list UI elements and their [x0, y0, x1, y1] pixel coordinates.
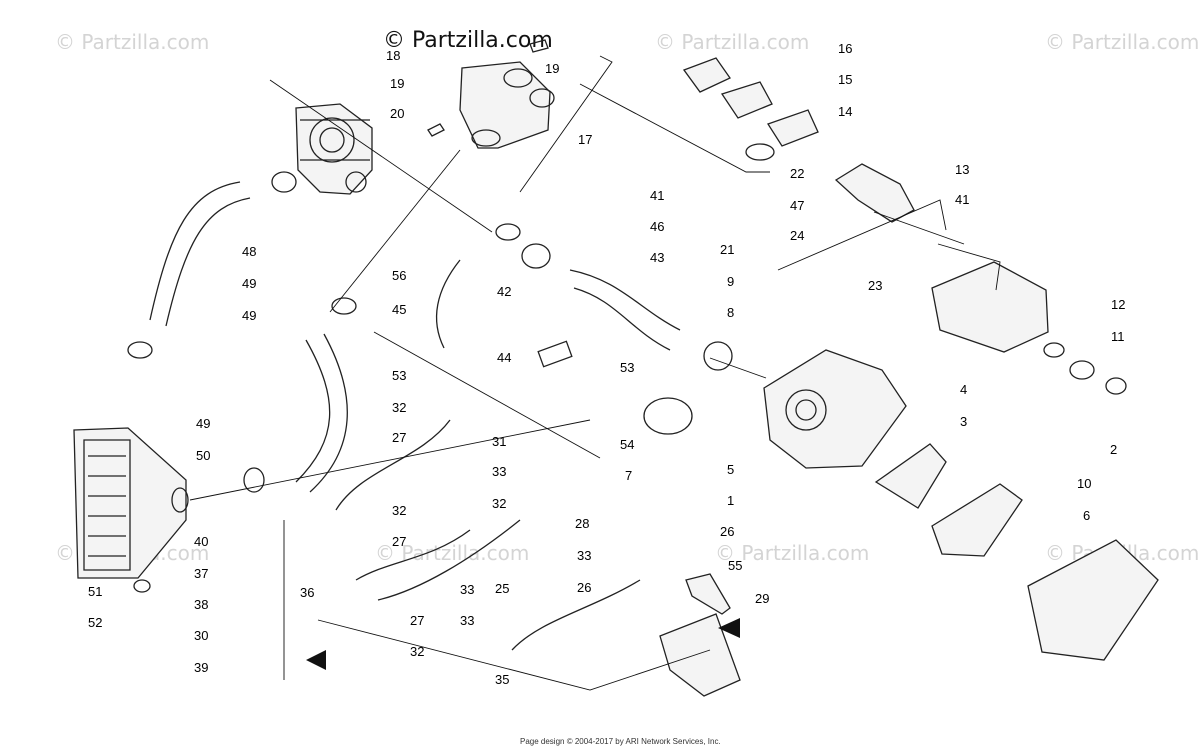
callout-54: 54: [620, 437, 634, 452]
callout-55: 55: [728, 558, 742, 573]
callout-40: 40: [194, 534, 208, 549]
callout-32: 32: [492, 496, 506, 511]
callout-3: 3: [960, 414, 967, 429]
callout-53: 53: [620, 360, 634, 375]
callout-47: 49: [242, 276, 256, 291]
callout-5: 5: [727, 462, 734, 477]
callout-31: 31: [492, 434, 506, 449]
callout-33: 33: [577, 548, 591, 563]
callout-19: 19: [390, 76, 404, 91]
bracket-illustration: [834, 163, 915, 223]
part-illustrations: [73, 39, 1159, 697]
watermark: © Partzilla.com: [655, 30, 809, 54]
callout-53: 53: [392, 368, 406, 383]
callout-20: 20: [390, 106, 404, 121]
callout-49: 49: [196, 416, 210, 431]
callout-32: 32: [392, 400, 406, 415]
direction-arrow-icon: [306, 650, 326, 670]
callout-44: 44: [497, 350, 511, 365]
callout-27: 27: [410, 613, 424, 628]
throttle-body-illustration: [931, 261, 1127, 395]
hose-47: [149, 181, 251, 327]
callout-11: 11: [1111, 329, 1125, 344]
callout-30: 30: [194, 628, 208, 643]
watermark: © Partzilla.com: [1045, 30, 1199, 54]
callout-52: 52: [88, 615, 102, 630]
callout-27: 27: [392, 534, 406, 549]
callout-17: 17: [578, 132, 592, 147]
callout-41: 41: [650, 188, 664, 203]
callout-9: 9: [727, 274, 734, 289]
callout-14: 14: [838, 104, 852, 119]
hose-48: [295, 333, 348, 493]
callout-35: 35: [495, 672, 509, 687]
callout-2: 2: [1110, 442, 1117, 457]
callout-6: 6: [1083, 508, 1090, 523]
air-filter-illustration: [931, 483, 1023, 557]
callout-24: 24: [790, 228, 804, 243]
callout-42: 42: [497, 284, 511, 299]
bracket-55-illustration: [685, 573, 731, 615]
direction-arrow-icon: [718, 618, 740, 638]
callout-12: 12: [1111, 297, 1125, 312]
hose-45: [435, 259, 461, 349]
callout-46: 46: [650, 219, 664, 234]
callout-56: 56: [392, 268, 406, 283]
watermark: © Partzilla.com: [375, 541, 529, 565]
callout-48: 49: [242, 308, 256, 323]
callout-26: 26: [577, 580, 591, 595]
callout-27: 27: [392, 430, 406, 445]
callout-15: 15: [838, 72, 852, 87]
callout-32: 32: [410, 644, 424, 659]
callout-13: 13: [955, 162, 969, 177]
callout-19: 19: [545, 61, 559, 76]
watermark-main: © Partzilla.com: [383, 28, 553, 53]
callout-45: 45: [392, 302, 406, 317]
intake-boots-illustration: [682, 57, 819, 161]
vent-hoses: [335, 419, 641, 651]
watermark: © Partzilla.com: [715, 541, 869, 565]
page-footer: Page design © 2004-2017 by ARI Network S…: [520, 737, 721, 746]
callout-10: 10: [1077, 476, 1091, 491]
callout-28: 28: [575, 516, 589, 531]
callout-21: 21: [720, 242, 734, 257]
callout-16: 16: [838, 41, 852, 56]
callout-labels: 18 19 19 20 17 16 15 14 13 22 47 24 21 2…: [88, 41, 1125, 687]
callout-39: 39: [194, 660, 208, 675]
callout-37: 37: [194, 566, 208, 581]
callout-38: 38: [194, 597, 208, 612]
callout-33: 33: [492, 464, 506, 479]
callout-22: 23: [868, 278, 882, 293]
turbocharger-illustration: [295, 103, 373, 195]
callout-7: 7: [625, 468, 632, 483]
callout-25: 26: [720, 524, 734, 539]
callout-43: 43: [650, 250, 664, 265]
filter-cage-illustration: [874, 443, 947, 509]
callout-50: 50: [196, 448, 210, 463]
callout-23: 22: [790, 166, 804, 181]
callout-8: 8: [727, 305, 734, 320]
callout-49: 47: [790, 198, 804, 213]
tube-43: [569, 269, 681, 351]
callout-51: 51: [88, 584, 102, 599]
callout-41: 41: [955, 192, 969, 207]
callout-33: 33: [460, 613, 474, 628]
callout-26: 25: [495, 581, 509, 596]
airbox-cover-illustration: [1027, 539, 1159, 661]
callout-36: 36: [300, 585, 314, 600]
callout-49: 48: [242, 244, 256, 259]
watermark: © Partzilla.com: [55, 30, 209, 54]
callout-32: 32: [392, 503, 406, 518]
callout-34: 33: [460, 582, 474, 597]
plenum-illustration: [427, 39, 555, 149]
intercooler-illustration: [73, 427, 189, 593]
callout-18: 18: [386, 48, 400, 63]
airbox-illustration: [763, 349, 907, 469]
leader-lines: [189, 55, 1001, 691]
callout-29: 29: [755, 591, 769, 606]
callout-1: 1: [727, 493, 734, 508]
callout-4: 4: [960, 382, 967, 397]
